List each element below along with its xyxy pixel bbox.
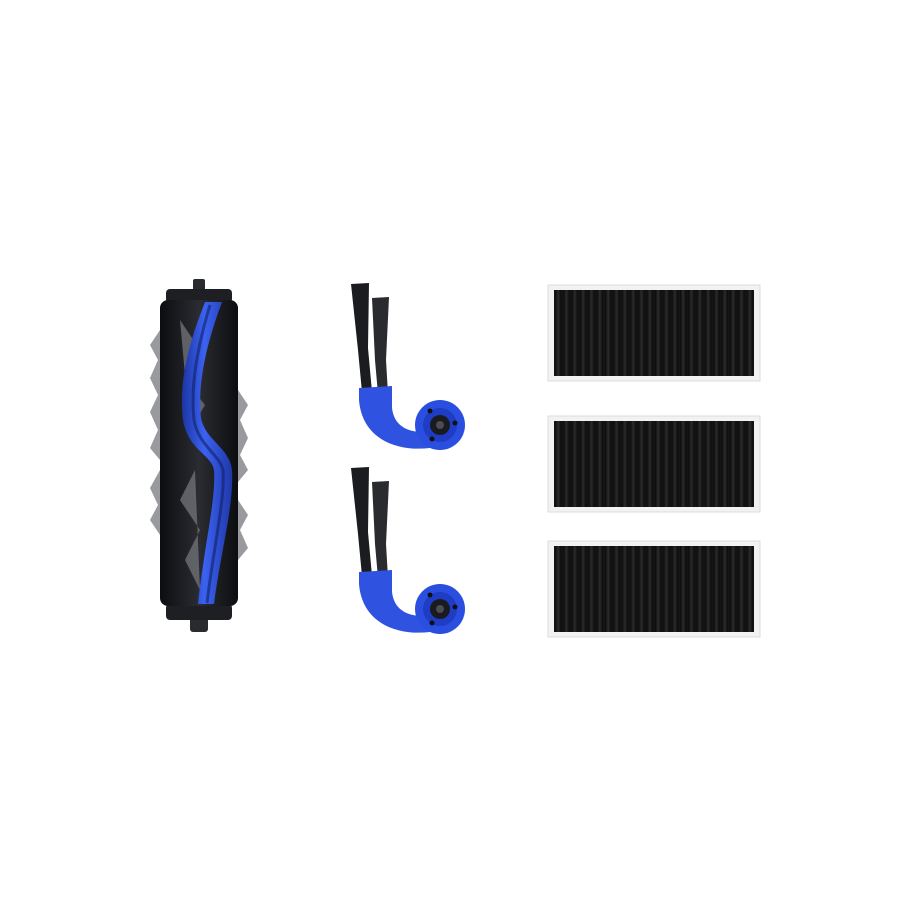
filter-pleat <box>721 290 728 376</box>
filter-pleat <box>605 421 612 507</box>
filter-pleat <box>563 546 570 632</box>
filter-pleat <box>580 290 587 376</box>
filter-pleat <box>705 546 712 632</box>
filter-pleat <box>746 546 753 632</box>
filter-pleat <box>630 421 637 507</box>
filter-pleat <box>646 290 653 376</box>
hepa-filters <box>547 284 761 638</box>
filter-pleat <box>580 421 587 507</box>
filter-pleat <box>596 546 603 632</box>
filter-pleat <box>696 290 703 376</box>
filter-pleat <box>630 290 637 376</box>
filter-pleat <box>571 421 578 507</box>
side-brush-bristle <box>351 467 372 576</box>
filter-pleat <box>655 421 662 507</box>
filter-pleat <box>621 421 628 507</box>
filter-pleat <box>688 421 695 507</box>
filter-pleat <box>638 290 645 376</box>
filter-pleat <box>555 421 562 507</box>
filter-pleat <box>705 421 712 507</box>
side-brush-bristle <box>372 297 389 394</box>
filter-pleat <box>605 546 612 632</box>
filter-pleat <box>713 421 720 507</box>
filter-pleat <box>671 421 678 507</box>
filter-pleat <box>588 546 595 632</box>
filter-pleat <box>563 290 570 376</box>
side-brush-top <box>351 283 465 450</box>
filter-pleat <box>680 546 687 632</box>
filter-pleat <box>613 290 620 376</box>
filter-media <box>554 290 754 376</box>
filter-pleat <box>746 290 753 376</box>
filter-pleat <box>705 290 712 376</box>
roller-top-cap <box>166 289 232 303</box>
filter-pleat <box>680 290 687 376</box>
filter-pleat <box>555 546 562 632</box>
filter-pleat <box>696 546 703 632</box>
filter-pleat <box>688 546 695 632</box>
filter-pleat <box>730 546 737 632</box>
filter-pleat <box>588 421 595 507</box>
filter-pleat <box>596 421 603 507</box>
side-brush-bristle <box>372 481 389 578</box>
hepa-filter <box>547 540 761 638</box>
filter-pleat <box>738 421 745 507</box>
filter-pleat <box>713 546 720 632</box>
filter-pleat <box>605 290 612 376</box>
filter-pleat <box>696 421 703 507</box>
hepa-filter <box>547 415 761 513</box>
filter-pleat <box>663 421 670 507</box>
filter-pleat <box>621 546 628 632</box>
filter-pleat <box>663 290 670 376</box>
filter-pleat <box>671 290 678 376</box>
filter-pleat <box>563 421 570 507</box>
side-brush-bristle <box>351 283 372 392</box>
filter-pleat <box>596 290 603 376</box>
filter-pleat <box>571 546 578 632</box>
filter-pleat <box>588 290 595 376</box>
filter-pleat <box>655 546 662 632</box>
filter-pleat <box>746 421 753 507</box>
filter-pleat <box>680 421 687 507</box>
filter-pleat <box>580 546 587 632</box>
filter-pleat <box>555 290 562 376</box>
filter-media <box>554 546 754 632</box>
filter-pleat <box>713 290 720 376</box>
roller-bottom-cap <box>166 604 232 620</box>
filter-pleat <box>638 421 645 507</box>
side-brush-arm <box>359 386 430 449</box>
filter-media <box>554 421 754 507</box>
hepa-filter <box>547 284 761 382</box>
filter-pleat <box>730 421 737 507</box>
filter-pleat <box>630 546 637 632</box>
filter-pleat <box>621 290 628 376</box>
filter-pleat <box>613 546 620 632</box>
filter-pleat <box>655 290 662 376</box>
filter-pleat <box>646 546 653 632</box>
filter-pleat <box>646 421 653 507</box>
filter-pleat <box>721 421 728 507</box>
filter-pleat <box>638 546 645 632</box>
main-roller-brush <box>150 279 248 632</box>
side-brush-bottom <box>351 467 465 634</box>
filter-pleat <box>721 546 728 632</box>
filter-pleat <box>738 546 745 632</box>
filter-pleat <box>613 421 620 507</box>
filter-pleat <box>663 546 670 632</box>
side-brush-arm <box>359 570 430 633</box>
filter-pleat <box>730 290 737 376</box>
filter-pleat <box>671 546 678 632</box>
filter-pleat <box>738 290 745 376</box>
filter-pleat <box>688 290 695 376</box>
filter-pleat <box>571 290 578 376</box>
